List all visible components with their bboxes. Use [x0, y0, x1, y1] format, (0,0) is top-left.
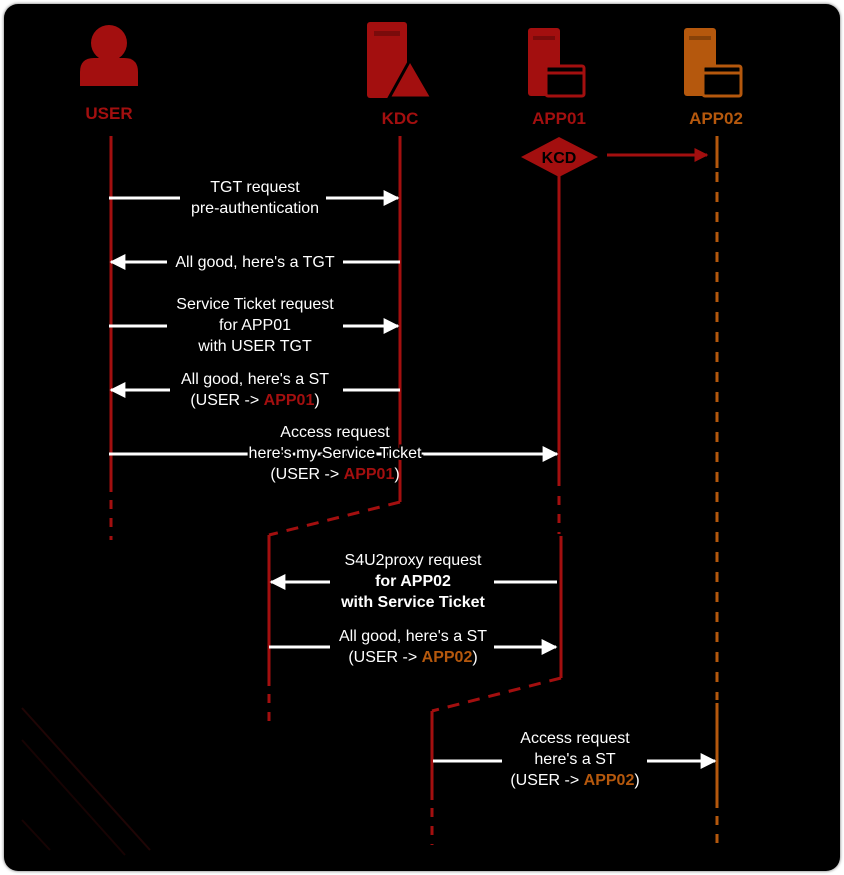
actor-label-app02: APP02 [689, 109, 743, 128]
decorative-streaks [21, 707, 151, 856]
msg-access-app01-line1: Access request [280, 424, 390, 441]
kcd-diamond: KCD [521, 137, 598, 177]
msg-s4u2proxy-line3: with Service Ticket [340, 594, 485, 611]
target-app02: APP02 [422, 649, 473, 666]
msg-access-app02-line3: (USER -> APP02) [510, 772, 639, 789]
app01-server-icon [528, 28, 586, 98]
msg-st-response-line2: (USER -> APP01) [190, 392, 319, 409]
msg-st-response: All good, here's a ST (USER -> APP01) [109, 371, 400, 409]
msg-tgt-request-line2: pre-authentication [191, 200, 319, 217]
kdc-server-icon [367, 22, 435, 100]
msg-s4u2proxy-request: S4U2proxy request for APP02 with Service… [269, 552, 557, 611]
msg-access-app01: Access request here's my Service Ticket … [109, 424, 559, 483]
msg-s4u2proxy-line1: S4U2proxy request [345, 552, 483, 569]
msg-access-app02: Access request here's a ST (USER -> APP0… [433, 730, 717, 789]
actor-label-app01: APP01 [532, 109, 586, 128]
app02-server-icon [684, 28, 743, 98]
target-app01: APP01 [344, 466, 395, 483]
msg-s4u2proxy-response-line1: All good, here's a ST [339, 628, 487, 645]
msg-access-app02-line1: Access request [520, 730, 630, 747]
msg-tgt-response-line1: All good, here's a TGT [175, 254, 335, 271]
msg-access-app01-line2: here's my Service Ticket [249, 445, 422, 462]
lifeline-app01-shifted [430, 676, 562, 845]
msg-st-request-line2: for APP01 [219, 317, 291, 334]
msg-st-request: Service Ticket request for APP01 with US… [109, 296, 400, 355]
msg-s4u2proxy-response: All good, here's a ST (USER -> APP02) [269, 628, 558, 666]
lifeline-kdc-shifted [267, 500, 401, 730]
msg-access-app01-line3: (USER -> APP01) [270, 466, 399, 483]
msg-s4u2proxy-line2: for APP02 [375, 573, 451, 590]
msg-st-request-line3: with USER TGT [197, 338, 312, 355]
lifeline-app01 [557, 172, 563, 678]
target-app02: APP02 [584, 772, 635, 789]
msg-tgt-response: All good, here's a TGT [109, 254, 400, 271]
sequence-diagram: USER KDC APP01 APP02 [21, 22, 743, 856]
msg-tgt-request-line1: TGT request [210, 179, 300, 196]
msg-access-app02-line2: here's a ST [534, 751, 616, 768]
kcd-label: KCD [542, 150, 577, 167]
msg-tgt-request: TGT request pre-authentication [109, 179, 400, 217]
diagram-frame: USER KDC APP01 APP02 [4, 4, 840, 871]
msg-s4u2proxy-response-line2: (USER -> APP02) [348, 649, 477, 666]
target-app01: APP01 [264, 392, 315, 409]
msg-st-request-line1: Service Ticket request [176, 296, 334, 313]
actor-label-kdc: KDC [382, 109, 419, 128]
msg-st-response-line1: All good, here's a ST [181, 371, 329, 388]
actor-label-user: USER [85, 104, 132, 123]
user-icon [80, 25, 138, 86]
